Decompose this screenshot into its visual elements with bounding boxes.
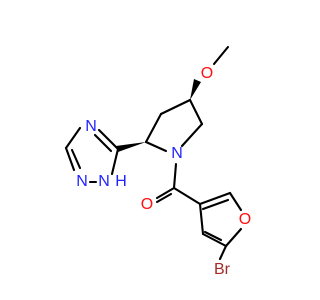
triazole-nh-label: N <box>98 173 110 190</box>
bond-furan-c5-c4 <box>201 232 228 248</box>
bond-c4-c3 <box>159 98 192 116</box>
bond-o-methyl <box>212 45 230 66</box>
wedge-bond-c2-triazole <box>116 142 146 152</box>
triazole-nh-h-label: H <box>115 173 127 190</box>
bond-triazole-n4-c3 <box>64 126 82 150</box>
bond-n-carbonyl <box>172 162 178 190</box>
bond-triazole-c3-n2-double <box>70 148 82 170</box>
bond-c4-c5 <box>188 98 204 126</box>
carbonyl-oxygen-label: O <box>141 196 153 213</box>
bromine-label: Br <box>214 261 231 278</box>
bond-carbonyl-furan <box>172 186 202 206</box>
pyrrolidine-n-label: N <box>171 145 183 162</box>
triazole-n-top-label: N <box>85 118 97 135</box>
wedge-bond-c4-o <box>190 79 201 100</box>
methoxy-oxygen-label: O <box>201 65 213 82</box>
bond-c3-c2 <box>144 112 163 144</box>
bond-c5-br <box>218 244 228 261</box>
bond-triazole-c5-n4 <box>97 128 120 151</box>
triazole-n-bottom-left-label: N <box>76 173 88 190</box>
bond-furan-c3-c2 <box>198 191 232 206</box>
bond-furan-c3-c2-double <box>201 198 230 211</box>
bond-furan-o-c5 <box>224 227 243 248</box>
bond-triazole-c5-n4-double <box>93 133 113 153</box>
furan-oxygen-label: O <box>239 211 251 228</box>
bond-furan-c4-c3 <box>198 202 205 236</box>
bond-c2-n <box>144 140 168 153</box>
bond-co <box>155 186 176 200</box>
bond-triazole-c3-n2 <box>64 146 76 172</box>
bond-c5-n <box>180 122 204 148</box>
bond-co-double <box>155 192 173 204</box>
molecule-diagram: O N N N H N O O Br <box>64 45 251 278</box>
bond-triazole-n1-c5 <box>110 147 120 176</box>
molecule-svg: O N N N H N O O Br <box>64 45 251 278</box>
bond-furan-c2-o <box>228 191 243 212</box>
bond-furan-c5-c4-double <box>203 230 223 242</box>
